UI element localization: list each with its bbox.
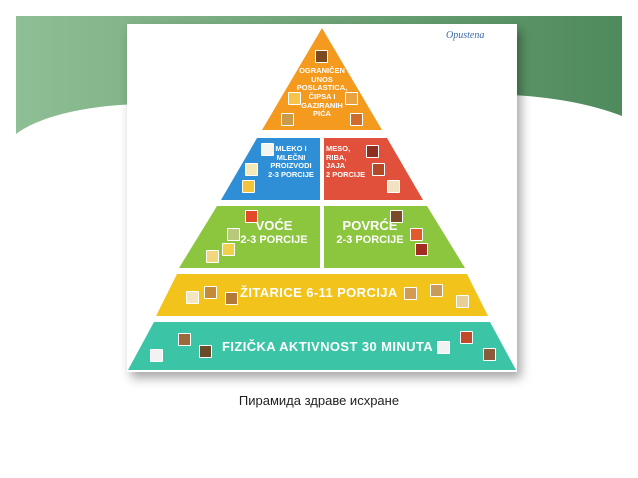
icon-square: [281, 113, 294, 126]
icon-square: [178, 333, 191, 346]
icon-square: [225, 292, 238, 305]
icon-square: [245, 163, 258, 176]
top-tier-label: OGRANIČEN UNOS POSLASTICA, ČIPSA I GAZIR…: [296, 66, 348, 119]
icon-square: [387, 180, 400, 193]
veg-tier-label: POVRĆE 2-3 PORCIJE: [336, 218, 404, 246]
icon-square: [430, 284, 443, 297]
icon-square: [288, 92, 301, 105]
dairy-tier-label: MLEKO I MLEČNI PROIZVODI 2-3 PORCIJE: [268, 144, 314, 179]
icon-square: [150, 349, 163, 362]
icon-square: [437, 341, 450, 354]
icon-square: [456, 295, 469, 308]
icon-square: [206, 250, 219, 263]
icon-square: [242, 180, 255, 193]
tier-grain: [156, 274, 488, 316]
icon-square: [390, 210, 403, 223]
tier-veg: [324, 206, 465, 268]
icon-square: [460, 331, 473, 344]
icon-square: [415, 243, 428, 256]
logo: Opustena: [446, 30, 485, 41]
activity-tier-label: FIZIČKA AKTIVNOST 30 MINUTA: [222, 339, 434, 354]
icon-square: [350, 113, 363, 126]
icon-square: [261, 143, 274, 156]
fruit-tier-label: VOĆE 2-3 PORCIJE: [240, 218, 308, 246]
icon-square: [404, 287, 417, 300]
tier-activity: [128, 322, 516, 370]
icon-square: [483, 348, 496, 361]
icon-square: [186, 291, 199, 304]
icon-square: [222, 243, 235, 256]
icon-square: [199, 345, 212, 358]
grain-tier-label: ŽITARICE 6-11 PORCIJA: [240, 285, 398, 300]
caption: Пирамида здраве исхране: [238, 393, 400, 408]
icon-square: [345, 92, 358, 105]
icon-square: [315, 50, 328, 63]
icon-square: [245, 210, 258, 223]
meat-tier-label: MESO, RIBA, JAJA 2 PORCIJE: [326, 144, 366, 179]
icon-square: [366, 145, 379, 158]
icon-square: [372, 163, 385, 176]
icon-square: [410, 228, 423, 241]
icon-square: [227, 228, 240, 241]
icon-square: [204, 286, 217, 299]
